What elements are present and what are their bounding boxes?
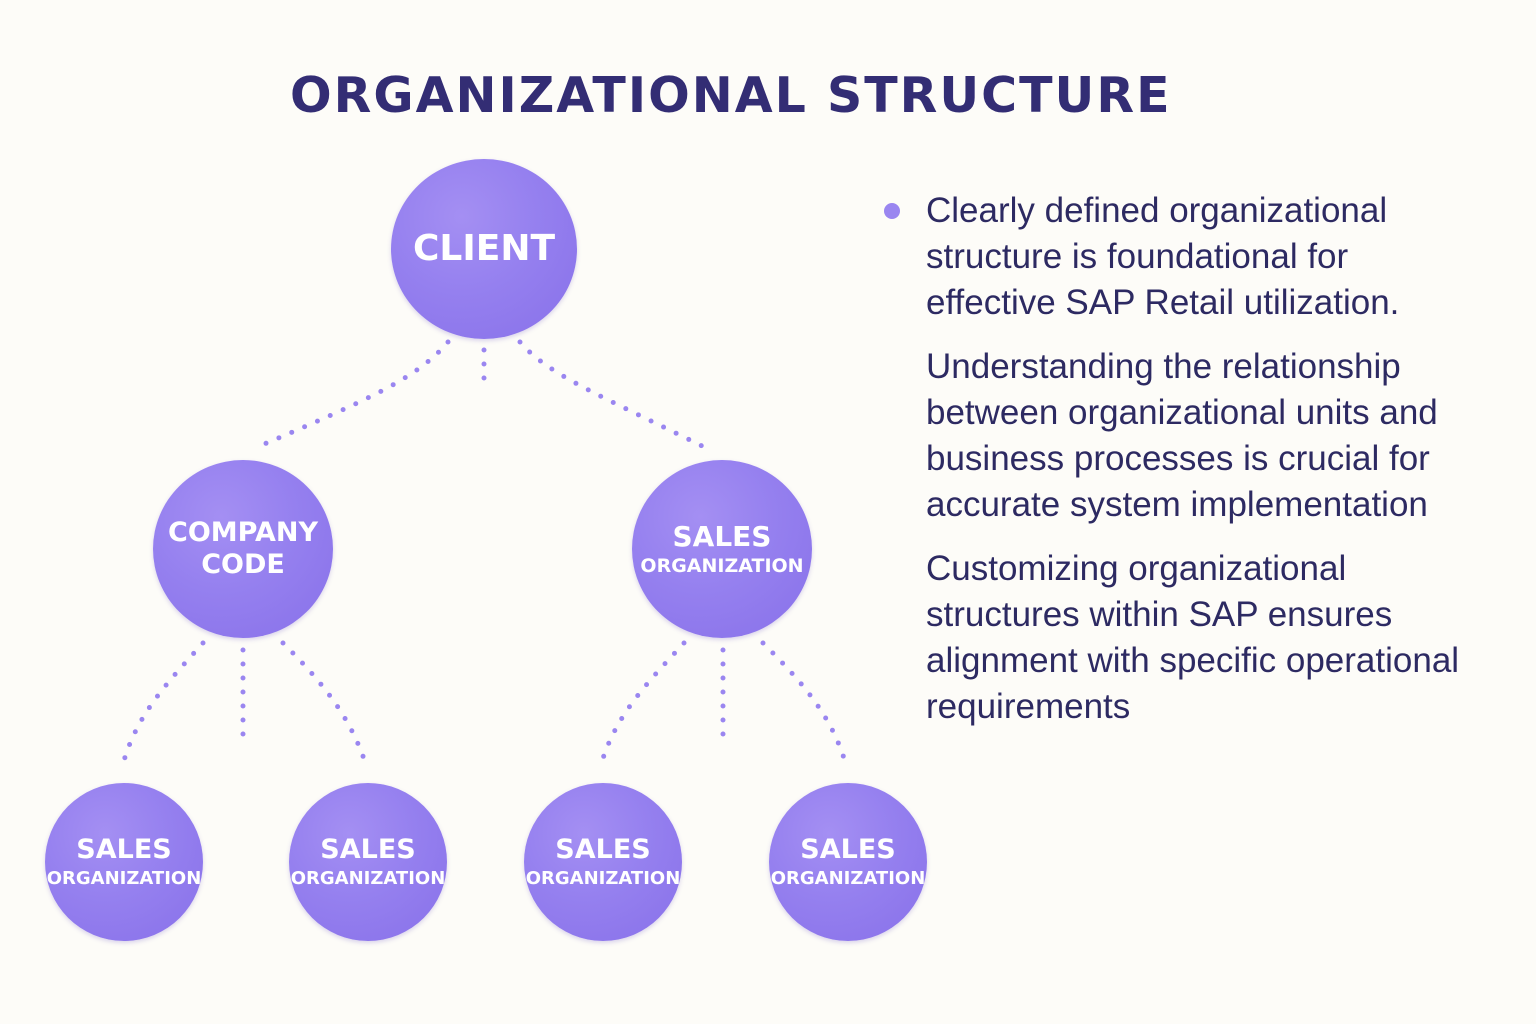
- connector-company-leaf1: [119, 640, 206, 771]
- sales-organization-leaf-node: SALES ORGANIZATION: [769, 783, 927, 941]
- connector-client-company: [259, 339, 451, 448]
- company-code-label-line1: COMPANY: [168, 516, 318, 548]
- note-item: Customizing organizational structures wi…: [926, 546, 1486, 730]
- company-code-node: COMPANY CODE: [153, 460, 333, 638]
- leaf-label-line2: ORGANIZATION: [770, 868, 926, 890]
- leaf-label-line1: SALES: [76, 834, 172, 865]
- leaf-label-line1: SALES: [800, 834, 896, 865]
- leaf-label-line1: SALES: [320, 834, 416, 865]
- sales-organization-label-line2: ORGANIZATION: [640, 555, 804, 578]
- sales-organization-label-line1: SALES: [672, 519, 772, 553]
- leaf-label-line2: ORGANIZATION: [46, 868, 202, 890]
- note-text: Customizing organizational structures wi…: [926, 549, 1460, 726]
- sales-organization-leaf-node: SALES ORGANIZATION: [289, 783, 447, 941]
- connector-sales-leaf4: [760, 640, 849, 768]
- leaf-label-line2: ORGANIZATION: [290, 868, 446, 890]
- note-text: Understanding the relationship between o…: [926, 347, 1438, 524]
- notes-panel: Clearly defined organizational structure…: [884, 188, 1486, 748]
- bullet-dot-icon: [884, 203, 900, 219]
- connector-company-leaf2: [280, 640, 369, 768]
- diagram-title: ORGANIZATIONAL STRUCTURE: [290, 67, 1172, 124]
- connector-sales-leaf3: [598, 640, 687, 768]
- client-label: CLIENT: [412, 228, 556, 270]
- company-code-label-line2: CODE: [201, 549, 285, 580]
- leaf-label-line2: ORGANIZATION: [525, 868, 681, 890]
- sales-organization-node: SALES ORGANIZATION: [632, 460, 812, 638]
- client-node: CLIENT: [391, 159, 577, 339]
- note-item: Clearly defined organizational structure…: [884, 188, 1486, 326]
- sales-organization-leaf-node: SALES ORGANIZATION: [524, 783, 682, 941]
- note-item: Understanding the relationship between o…: [926, 344, 1486, 528]
- connector-client-sales: [517, 339, 709, 451]
- note-text: Clearly defined organizational structure…: [926, 191, 1400, 322]
- leaf-label-line1: SALES: [555, 834, 651, 865]
- sales-organization-leaf-node: SALES ORGANIZATION: [45, 783, 203, 941]
